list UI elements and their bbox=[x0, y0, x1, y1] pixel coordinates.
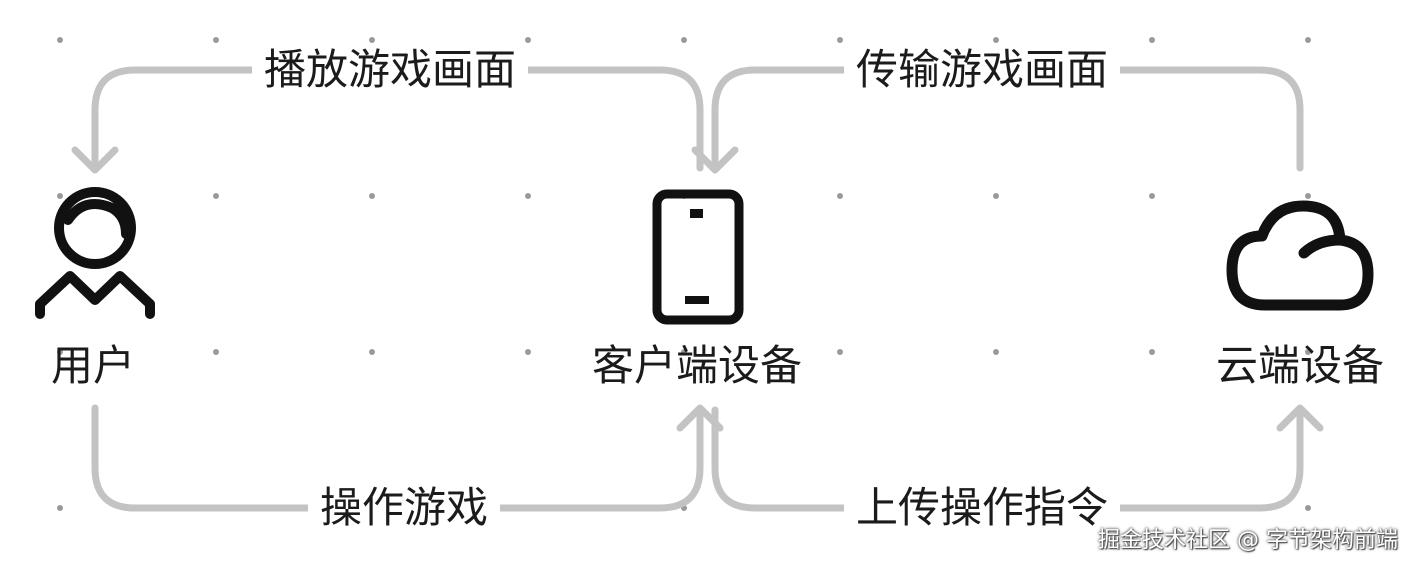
grid-dot bbox=[1149, 37, 1155, 43]
arrowhead-to-cloud bbox=[1276, 404, 1324, 432]
cloud-icon bbox=[1226, 200, 1374, 311]
grid-dot bbox=[1305, 193, 1311, 199]
node-label-client: 客户端设备 bbox=[591, 341, 803, 390]
grid-dot bbox=[1149, 193, 1155, 199]
flow-label-play-screen: 播放游戏画面 bbox=[251, 49, 529, 91]
grid-dot bbox=[57, 505, 63, 511]
flow-label-transmit-screen: 传输游戏画面 bbox=[843, 49, 1121, 91]
grid-dot bbox=[213, 193, 219, 199]
grid-dot bbox=[993, 349, 999, 355]
grid-dot bbox=[681, 349, 687, 355]
phone-icon bbox=[652, 189, 744, 325]
grid-dot bbox=[1305, 505, 1311, 511]
grid-dot bbox=[57, 37, 63, 43]
grid-dot bbox=[993, 37, 999, 43]
watermark: 掘金技术社区 @ 字节架构前端 bbox=[1098, 528, 1398, 553]
grid-dot bbox=[837, 193, 843, 199]
user-icon bbox=[35, 187, 155, 319]
grid-dot bbox=[525, 193, 531, 199]
node-label-cloud: 云端设备 bbox=[1215, 341, 1385, 390]
grid-dot bbox=[837, 37, 843, 43]
grid-dot bbox=[525, 349, 531, 355]
connectors bbox=[71, 66, 1324, 512]
grid-dot bbox=[57, 193, 63, 199]
flow-label-upload-commands: 上传操作指令 bbox=[843, 487, 1121, 529]
grid-dots bbox=[57, 37, 1311, 511]
grid-dot bbox=[369, 37, 375, 43]
arrowhead-to-user bbox=[71, 146, 119, 174]
grid-dot bbox=[213, 349, 219, 355]
grid-dot bbox=[1305, 349, 1311, 355]
node-label-user: 用户 bbox=[50, 341, 136, 390]
grid-dot bbox=[681, 37, 687, 43]
grid-dot bbox=[369, 349, 375, 355]
grid-dot bbox=[57, 349, 63, 355]
flow-label-operate-game: 操作游戏 bbox=[307, 487, 501, 529]
arrowhead-to-client-top bbox=[691, 146, 739, 174]
grid-dot bbox=[213, 37, 219, 43]
grid-dot bbox=[369, 193, 375, 199]
grid-dot bbox=[837, 349, 843, 355]
grid-dot bbox=[1305, 37, 1311, 43]
grid-dot bbox=[1149, 349, 1155, 355]
grid-dot bbox=[525, 37, 531, 43]
grid-dot bbox=[993, 193, 999, 199]
